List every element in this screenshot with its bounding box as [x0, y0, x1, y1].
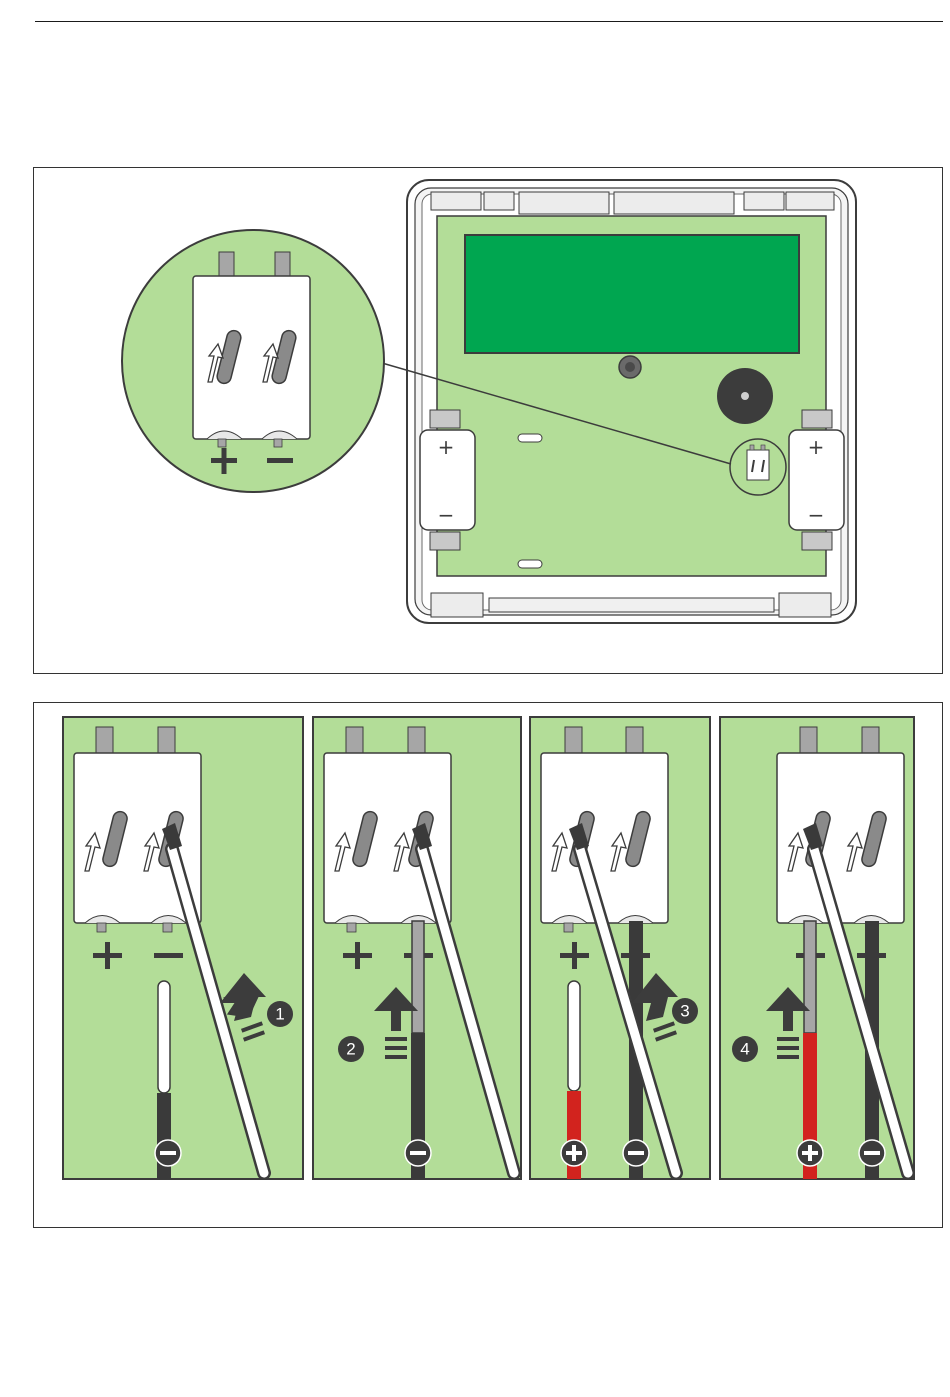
battery-minus-label: −	[808, 503, 825, 527]
step-number: 4	[740, 1040, 749, 1059]
wire-icon	[412, 921, 424, 1033]
battery-plus-label: +	[438, 435, 455, 459]
step-number: 3	[680, 1002, 689, 1021]
terminal-zoom-circle	[122, 230, 384, 492]
terminal-highlight-small	[730, 439, 786, 495]
step-panel-3: 3	[530, 717, 710, 1179]
step-panel-4: 4	[720, 717, 914, 1179]
battery-right-icon: + −	[789, 410, 844, 550]
step-panel-2: 2	[313, 717, 521, 1179]
minus-sign-icon	[267, 458, 293, 463]
wire-icon	[568, 981, 580, 1091]
wiring-steps-figure: 1 2	[33, 702, 943, 1228]
wiring-steps-drawing: 1 2	[34, 703, 944, 1229]
step-panel-1: 1	[63, 717, 303, 1179]
header-rule	[35, 21, 943, 22]
battery-left-icon: + −	[420, 410, 475, 550]
battery-plus-label: +	[808, 435, 825, 459]
wire-icon	[804, 921, 816, 1033]
step-number: 1	[275, 1005, 284, 1024]
lcd-display	[465, 235, 799, 353]
device-overview-figure: + − + −	[33, 167, 943, 674]
device-overview-drawing: + − + −	[34, 168, 944, 675]
battery-minus-label: −	[438, 503, 455, 527]
step-number: 2	[346, 1040, 355, 1059]
wire-icon	[158, 981, 170, 1093]
